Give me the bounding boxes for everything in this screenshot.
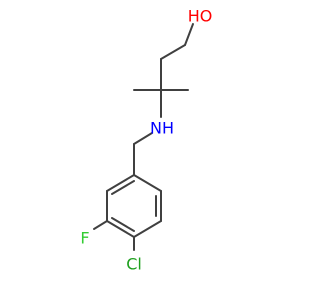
bond-n-ch2 bbox=[133, 132, 153, 145]
atom-label-ho: HO bbox=[188, 7, 213, 26]
ring-bond-1 bbox=[133, 174, 162, 192]
atom-label-f: F bbox=[80, 229, 89, 248]
atom-label-cl: Cl bbox=[126, 255, 142, 274]
bond-c-oh bbox=[160, 44, 186, 60]
atom-label-nh: NH bbox=[150, 119, 174, 138]
ring-bond-4 bbox=[106, 220, 135, 238]
atom-labels: HO NH F Cl bbox=[80, 7, 212, 274]
ring-double-3 bbox=[111, 180, 135, 195]
ring-bond-6 bbox=[106, 174, 135, 192]
structure-diagram: HO NH F Cl bbox=[80, 7, 212, 274]
molecule-canvas: HO NH F Cl bbox=[80, 7, 212, 274]
bond-ring-f bbox=[93, 220, 108, 230]
ring-bond-3 bbox=[133, 220, 162, 238]
bond-oh-stub bbox=[184, 23, 194, 46]
ring-double-2 bbox=[111, 217, 135, 232]
bonds bbox=[93, 44, 189, 251]
